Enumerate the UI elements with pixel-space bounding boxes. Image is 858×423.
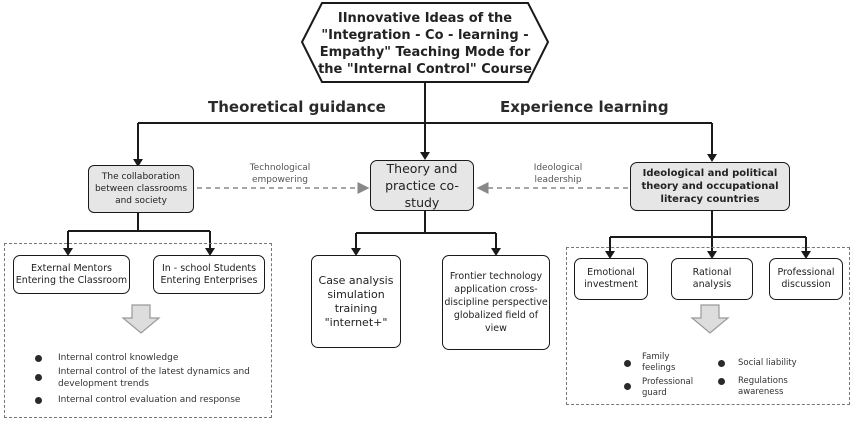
bullet-dot (718, 360, 725, 367)
center-subtree-arrowheads (351, 248, 501, 256)
collaboration-box-label: The collaboration between classrooms and… (94, 172, 188, 206)
in-school-students-box: In - school Students Entering Enterprise… (153, 255, 265, 294)
case-analysis-label: Case analysis simulation training "inter… (318, 273, 394, 329)
rational-analysis-label: Rational analysis (692, 267, 732, 290)
left-hollow-down-arrow (121, 304, 161, 334)
professional-discussion-label: Professional discussion (777, 267, 835, 290)
frontier-technology-label: Frontier technology application cross-di… (444, 271, 548, 334)
right-subtree-arrowheads (605, 251, 811, 259)
emotional-investment-box: Emotional investment (574, 258, 648, 300)
right-bullet-text: Professional guard (642, 377, 694, 398)
in-school-students-label: In - school Students Entering Enterprise… (160, 262, 258, 286)
professional-discussion-box: Professional discussion (769, 258, 843, 300)
center-subtree-lines (355, 211, 497, 250)
ideological-box-label: Ideological and political theory and occ… (641, 168, 779, 205)
note-ideological-leadership: Ideological leadership (533, 163, 583, 185)
right-subtree-lines (609, 211, 807, 253)
right-dashed-group (566, 247, 850, 405)
bullet-dot (35, 397, 42, 404)
branch-label-left: Theoretical guidance (208, 98, 386, 116)
theory-practice-box: Theory and practice co-study (370, 160, 474, 211)
right-bullet-text: Regulations awareness (738, 376, 788, 397)
right-bullet-text: Family feelings (642, 352, 676, 373)
emotional-investment-label: Emotional investment (584, 267, 638, 290)
left-bullet-text: Internal control knowledge (58, 353, 179, 363)
left-subtree-arrowheads (63, 248, 215, 256)
left-dashed-group (4, 243, 272, 418)
note-technological-empowering: Technological empowering (249, 163, 311, 185)
left-bullet-text: Internal control evaluation and response (58, 395, 241, 405)
theory-practice-box-label: Theory and practice co-study (385, 161, 459, 210)
left-subtree-lines (67, 213, 211, 250)
bullet-dot (624, 383, 631, 390)
bullet-dot (35, 374, 42, 381)
trunk-arrowheads (133, 152, 717, 167)
right-bullet-text: Social liability (738, 358, 797, 368)
frontier-technology-box: Frontier technology application cross-di… (442, 255, 550, 350)
external-mentors-label: External Mentors Entering the Classroom (15, 262, 128, 286)
main-trunk (137, 82, 713, 164)
right-hollow-down-arrow (690, 304, 730, 334)
bullet-dot (624, 360, 631, 367)
external-mentors-box: External Mentors Entering the Classroom (13, 255, 130, 294)
bullet-dot (718, 378, 725, 385)
title-text: IInnovative Ideas of the "Integration - … (318, 11, 532, 77)
branch-label-right: Experience learning (500, 98, 669, 116)
bullet-dot (35, 355, 42, 362)
title-hexagon (300, 2, 550, 83)
ideological-box: Ideological and political theory and occ… (630, 162, 790, 211)
collaboration-box: The collaboration between classrooms and… (88, 165, 194, 213)
case-analysis-box: Case analysis simulation training "inter… (311, 255, 401, 348)
left-bullet-text: Internal control of the latest dynamics … (58, 367, 250, 389)
rational-analysis-box: Rational analysis (671, 258, 753, 300)
